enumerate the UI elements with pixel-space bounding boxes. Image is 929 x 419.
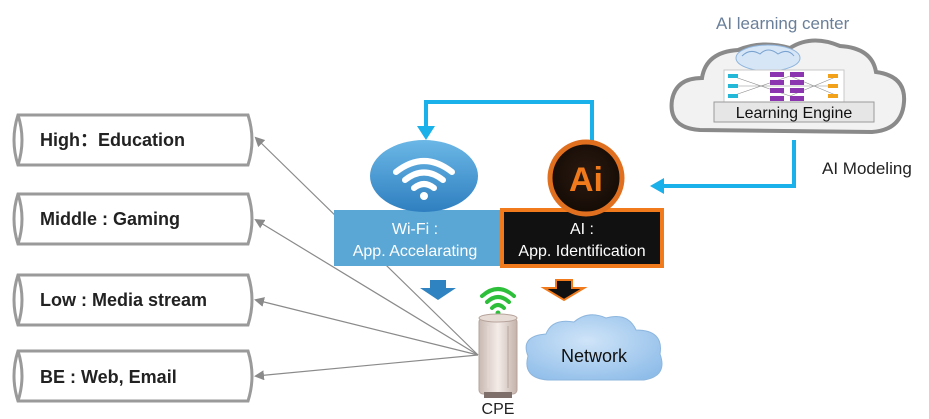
queue-low: Low : Media stream	[12, 273, 254, 327]
ai-modeling-flow: AI Modeling	[650, 140, 912, 194]
wifi-icon	[370, 140, 478, 212]
learning-engine-bar	[713, 101, 875, 123]
ai-box-line1: AI :	[570, 221, 594, 238]
ai-logo-text: Ai	[569, 161, 603, 199]
ai-center-title: AI learning center	[716, 14, 850, 33]
network-label: Network	[561, 346, 628, 366]
queue-middle: Middle : Gaming	[12, 192, 254, 246]
queue-low-label: Low : Media stream	[40, 290, 207, 310]
neural-network-icon	[723, 69, 845, 105]
wifi-down-arrow	[420, 280, 456, 300]
wifi-module: Wi-Fi : App. Accelarating	[334, 140, 500, 266]
ai-to-wifi-flow	[417, 100, 594, 150]
ai-logo-icon: Ai	[547, 139, 625, 217]
green-signal-icon	[480, 287, 516, 316]
queue-high: High：Education	[12, 113, 254, 167]
wifi-box-line1: Wi-Fi :	[392, 221, 438, 238]
ai-box-line2: App. Identification	[518, 243, 645, 260]
queue-middle-label: Middle : Gaming	[40, 209, 180, 229]
wifi-box	[334, 210, 500, 266]
arrow-to-middle	[254, 218, 479, 356]
arrow-to-be	[254, 354, 479, 381]
cloud-icon	[525, 314, 663, 381]
network-cloud: Network	[525, 314, 663, 381]
ai-down-arrow	[540, 279, 588, 302]
ai-learning-center: AI learning center	[669, 14, 907, 135]
learning-engine-label: Learning Engine	[736, 105, 853, 122]
ai-box	[500, 208, 664, 268]
wifi-box-line2: App. Accelarating	[353, 243, 478, 260]
queue-be-label: BE : Web, Email	[40, 367, 177, 387]
queue-high-label: High：Education	[40, 130, 185, 150]
ai-modeling-label: AI Modeling	[822, 159, 912, 178]
queue-be: BE : Web, Email	[12, 349, 254, 403]
brain-icon	[735, 44, 801, 72]
arrow-to-low	[254, 297, 479, 356]
cpe-router-icon	[478, 313, 518, 398]
ai-module: AI : App. Identification Ai	[500, 139, 664, 268]
cpe-label: CPE	[482, 401, 515, 418]
